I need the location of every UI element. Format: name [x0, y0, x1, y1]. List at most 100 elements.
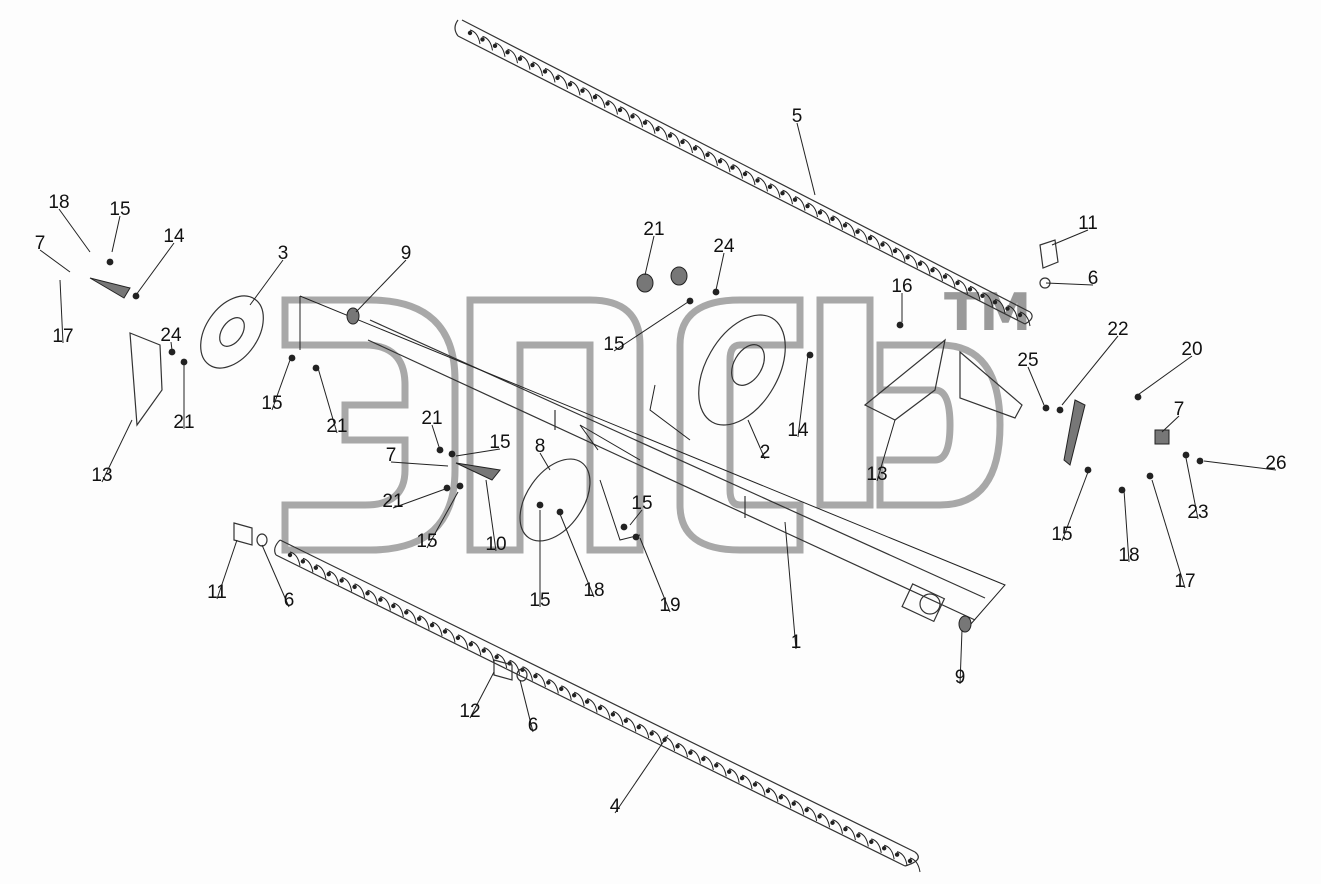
tine-bolt — [597, 705, 603, 711]
leader-line — [613, 301, 689, 352]
leader-line — [39, 249, 71, 273]
leader-line — [58, 208, 91, 253]
tine-bolt — [584, 699, 590, 704]
tine — [690, 749, 701, 764]
tine — [729, 768, 740, 783]
fastener — [288, 354, 296, 362]
tine — [557, 74, 568, 89]
crank-arms — [89, 277, 1170, 481]
leader-line — [747, 419, 766, 460]
tine-bolt — [967, 287, 973, 292]
tine — [682, 138, 693, 154]
part-number-label: 11 — [1078, 213, 1098, 234]
tine-bolt — [842, 223, 848, 228]
part-number-label: 9 — [955, 667, 966, 688]
tine-bolt — [791, 801, 796, 806]
leader-line — [355, 259, 407, 313]
leader-line — [797, 354, 809, 438]
tine-bolt — [467, 30, 473, 36]
tine-bolt — [856, 833, 861, 838]
tine — [793, 800, 805, 815]
tine-bolt — [792, 197, 798, 202]
tine-bolt — [817, 210, 823, 215]
tine — [741, 774, 753, 790]
leader-line — [1051, 229, 1089, 246]
tine — [315, 564, 327, 579]
part-number-label: 21 — [326, 416, 347, 437]
tine — [532, 61, 543, 77]
part-number-label: 6 — [284, 590, 295, 611]
tine — [932, 266, 943, 282]
tine-bolt — [1005, 306, 1010, 311]
tine — [767, 787, 779, 802]
tine — [548, 679, 559, 694]
tine — [896, 851, 908, 866]
tine-bolt — [804, 807, 809, 813]
fastener — [1042, 404, 1050, 412]
tine-bolt — [805, 203, 810, 209]
part-number-label: 16 — [891, 276, 912, 297]
fastener — [1182, 451, 1190, 459]
tine-bolt — [567, 82, 573, 87]
tine — [754, 781, 766, 796]
middle-disk — [698, 314, 786, 426]
tine — [651, 730, 663, 745]
tine-bolt — [730, 165, 735, 170]
part-number-label: 20 — [1181, 339, 1202, 360]
leader-line — [426, 491, 459, 549]
leader-line — [1061, 335, 1119, 406]
tine — [625, 717, 637, 732]
leader-line — [614, 734, 669, 814]
left-hub-disk — [200, 295, 264, 369]
tine-bolt — [630, 114, 635, 119]
tine — [354, 583, 366, 598]
tine-bolt — [442, 629, 448, 634]
fastener — [556, 508, 564, 516]
leader-line — [216, 539, 238, 600]
tine — [496, 653, 508, 669]
tine — [607, 100, 618, 115]
tine — [482, 35, 493, 51]
tine-bolt — [955, 280, 960, 286]
part-number-label: 14 — [163, 226, 185, 247]
tine-bolt — [642, 120, 648, 125]
tine — [832, 819, 843, 834]
tine — [644, 119, 656, 134]
tine-bolt — [881, 846, 887, 851]
tine — [782, 189, 793, 205]
tine-bolt — [688, 750, 693, 755]
tine-bolt — [855, 229, 860, 234]
tine — [744, 170, 756, 186]
part-number-label: 12 — [459, 701, 480, 722]
tine-bolt — [517, 56, 523, 61]
caps — [233, 239, 1059, 682]
bearings — [346, 266, 972, 633]
tine-bolt — [533, 673, 538, 679]
watermark: TM — [281, 283, 1031, 554]
tine-bolt — [752, 782, 758, 787]
tine — [919, 260, 931, 275]
tine — [638, 723, 650, 739]
tine-bolt — [680, 139, 685, 145]
tine — [1019, 311, 1031, 327]
fastener — [536, 501, 544, 509]
leader-line — [644, 235, 655, 276]
leader-line — [431, 424, 441, 451]
tine — [780, 793, 792, 809]
fastener — [620, 523, 628, 531]
fastener — [106, 258, 114, 266]
tine-bolt — [530, 62, 535, 68]
part-number-label: 7 — [386, 445, 397, 466]
tine — [769, 183, 781, 198]
part-number-label: 21 — [643, 219, 664, 240]
tine — [757, 176, 768, 192]
tine-bolt — [817, 814, 822, 819]
tine-bolt — [365, 591, 370, 596]
tine — [494, 42, 506, 57]
tine — [884, 844, 895, 860]
tine — [509, 659, 521, 675]
tine — [586, 698, 598, 713]
tine-bolt — [481, 648, 486, 653]
